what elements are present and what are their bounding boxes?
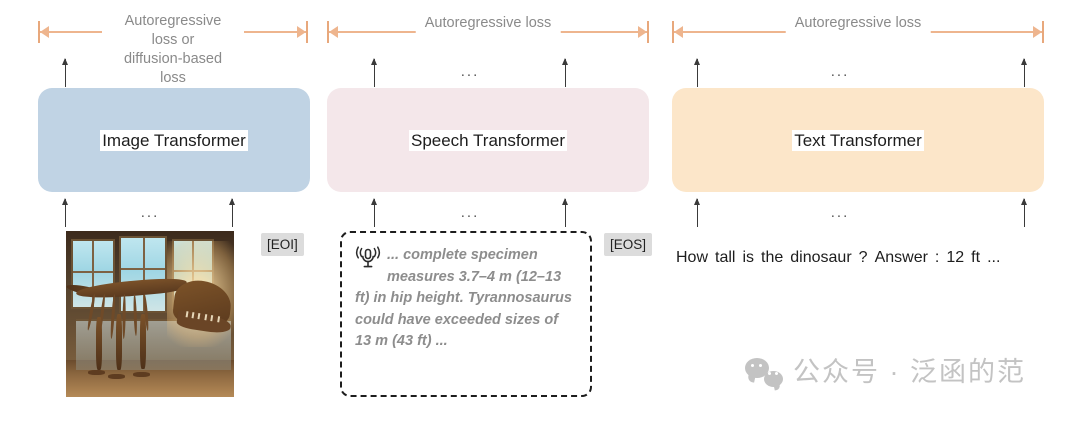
loss-label: Autoregressive loss or diffusion-based l… [105,12,241,88]
text-transformer-box[interactable]: Text Transformer [672,88,1044,192]
bracket-arrowhead-right [638,26,647,38]
bracket-cap-left [672,21,674,43]
input-arrow-speech-right [562,198,568,227]
skeleton-leg [96,317,103,371]
loss-bracket-image: Autoregressive loss or diffusion-based l… [38,12,308,88]
bracket-segment-right [924,31,1042,33]
bracket-arrowhead-left [674,26,683,38]
microphone-waves-icon [356,246,380,268]
skeleton-leg [116,314,123,371]
skeleton-rib [122,294,127,339]
bracket-arrowhead-left [329,26,338,38]
loss-bracket-speech: Autoregressive loss [327,14,649,52]
output-dots-text: ... [830,63,850,80]
eoi-token-chip: [EOI] [261,233,304,256]
text-token: the [761,249,784,266]
bracket-cap-right [647,21,649,43]
output-arrow-text-left [694,58,700,87]
text-token: tall [715,249,736,266]
skeleton-rib [133,294,138,336]
skeleton-foot [133,372,151,378]
speech-transformer-box[interactable]: Speech Transformer [327,88,649,192]
wechat-bubble-small [764,371,783,387]
text-token: How [676,249,709,266]
text-token: ... [987,249,1001,266]
text-transformer-label: Text Transformer [792,129,924,151]
speech-transcript-box[interactable]: ... complete specimen measures 3.7–4 m (… [340,231,592,397]
input-arrow-image-right [229,198,235,227]
input-dots-speech: ... [460,204,480,221]
text-token: is [742,249,755,266]
bracket-segment-right [244,31,306,33]
bracket-cap-left [38,21,40,43]
eos-token-chip: [EOS] [604,233,653,256]
bracket-arrowhead-right [297,26,306,38]
output-arrow-image-left [62,58,68,87]
wechat-bubble-large [745,358,769,378]
bracket-arrowhead-right [1033,26,1042,38]
skeleton-rib [109,293,117,339]
text-token: 12 [946,249,965,266]
image-transformer-label: Image Transformer [100,129,248,151]
text-token: ft [971,249,981,266]
wechat-watermark: 公众号 · 泛函的范 [745,356,1026,388]
text-token: ? [858,249,868,266]
bracket-segment-right [555,31,647,33]
speech-transformer-label: Speech Transformer [408,129,567,151]
text-token: : [934,249,940,266]
text-token: Answer [874,249,928,266]
bracket-cap-left [327,21,329,43]
output-arrow-text-right [1021,58,1027,87]
input-dots-text: ... [830,204,850,221]
wechat-icon [745,357,783,387]
input-arrow-text-right [1021,198,1027,227]
bracket-cap-right [306,21,308,43]
input-arrow-speech-left [371,198,377,227]
bracket-segment-left [40,31,102,33]
trex-skeleton [66,231,234,397]
input-dots-image: ... [140,204,160,221]
skeleton-leg [139,314,146,369]
bracket-segment-left [674,31,792,33]
output-dots-speech: ... [460,63,480,80]
output-arrow-speech-left [371,58,377,87]
skeleton-foot [87,370,105,376]
loss-label: Autoregressive loss [415,14,561,33]
loss-label: Autoregressive loss [785,14,931,33]
museum-scene [66,231,234,397]
output-arrow-speech-right [562,58,568,87]
text-token: dinosaur [790,249,852,266]
watermark-text: 公众号 · 泛函的范 [793,357,1026,387]
image-transformer-box[interactable]: Image Transformer [38,88,310,192]
bracket-segment-left [329,31,421,33]
bracket-cap-right [1042,21,1044,43]
input-arrow-text-left [694,198,700,227]
speech-transcript-text: ... complete specimen measures 3.7–4 m (… [355,247,572,349]
skeleton-rib [86,293,96,331]
skeleton-foot [108,373,125,379]
loss-bracket-text: Autoregressive loss [672,14,1044,52]
input-arrow-image-left [62,198,68,227]
bracket-arrowhead-left [40,26,49,38]
dinosaur-image-thumbnail[interactable] [66,231,234,397]
